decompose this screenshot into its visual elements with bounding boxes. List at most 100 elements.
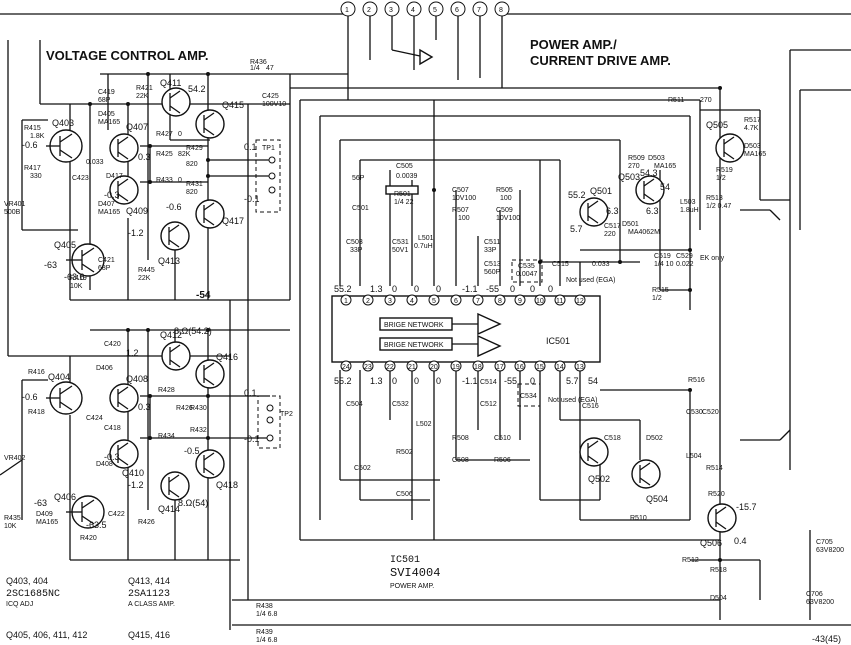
svg-text:0.1: 0.1 <box>244 388 257 398</box>
svg-text:0: 0 <box>392 376 397 386</box>
svg-text:Q403, 404: Q403, 404 <box>6 576 48 586</box>
svg-text:MA165: MA165 <box>654 163 676 170</box>
svg-text:R418: R418 <box>28 409 45 416</box>
svg-text:R505: R505 <box>496 187 513 194</box>
svg-text:0: 0 <box>530 284 535 294</box>
svg-text:C425: C425 <box>262 93 279 100</box>
svg-text:0.0039: 0.0039 <box>396 173 418 180</box>
svg-text:R438: R438 <box>256 603 273 610</box>
svg-text:C705: C705 <box>816 539 833 546</box>
transistor-q501: Q501 <box>579 186 612 227</box>
svg-text:-1.2: -1.2 <box>128 228 144 238</box>
ic501-bridge-network-1: BRIGE NETWORK <box>384 322 444 329</box>
ic501-bridge-network-2: BRIGE NETWORK <box>384 342 444 349</box>
transistor-q505: Q505 <box>706 120 745 163</box>
svg-text:1/4 6.8: 1/4 6.8 <box>256 611 278 618</box>
svg-text:R433: R433 <box>156 177 173 184</box>
svg-text:TP1: TP1 <box>262 145 275 152</box>
svg-text:C420: C420 <box>104 341 121 348</box>
transistor-q417: Q417 <box>195 199 244 229</box>
title-voltage-control-amp: VOLTAGE CONTROL AMP. <box>46 48 209 63</box>
svg-text:Q403: Q403 <box>52 118 74 128</box>
svg-text:R417: R417 <box>24 165 41 172</box>
svg-text:Q412: Q412 <box>160 330 182 340</box>
svg-text:-0.5: -0.5 <box>184 446 200 456</box>
svg-text:0: 0 <box>510 284 515 294</box>
svg-text:C519: C519 <box>654 253 671 260</box>
svg-text:EK only: EK only <box>700 255 725 262</box>
ic-part-label: IC501 SVI4004 POWER AMP. <box>390 555 440 590</box>
svg-text:0.0047: 0.0047 <box>516 271 538 278</box>
svg-text:0: 0 <box>548 284 553 294</box>
svg-text:C418: C418 <box>104 425 121 432</box>
svg-text:13: 13 <box>576 364 584 371</box>
svg-text:Q501: Q501 <box>590 186 612 196</box>
svg-text:C531: C531 <box>392 239 409 246</box>
svg-text:-63: -63 <box>44 260 57 270</box>
svg-text:1/4 10: 1/4 10 <box>654 261 674 268</box>
svg-text:1.3: 1.3 <box>370 376 383 386</box>
svg-text:Q504: Q504 <box>646 494 668 504</box>
svg-text:1: 1 <box>345 7 349 14</box>
svg-text:1: 1 <box>344 298 348 305</box>
svg-text:5: 5 <box>432 298 436 305</box>
svg-text:33P: 33P <box>350 247 363 254</box>
transistor-q405: Q405 <box>54 240 105 277</box>
svg-text:Q411: Q411 <box>160 78 181 88</box>
test-point-tp2: TP2 <box>257 395 293 449</box>
connector-pin-7: 7 <box>472 1 488 17</box>
svg-text:R512: R512 <box>682 557 699 564</box>
transistor-q408: Q408 <box>109 374 148 413</box>
svg-text:2SC1685NC: 2SC1685NC <box>6 589 60 600</box>
svg-text:1/2: 1/2 <box>652 295 662 302</box>
svg-text:330: 330 <box>30 173 42 180</box>
svg-text:D501: D501 <box>622 221 639 228</box>
svg-text:10V100: 10V100 <box>496 215 520 222</box>
transistor-q410: Q410 <box>109 439 144 478</box>
svg-text:R519: R519 <box>716 167 733 174</box>
svg-text:47: 47 <box>266 65 274 72</box>
ic-part-number: SVI4004 <box>390 566 440 580</box>
svg-text:C505: C505 <box>396 163 413 170</box>
svg-text:19: 19 <box>452 364 460 371</box>
ic501-bottom-volts: 55.2 1.3 0 0 0 -1.1 -55 0 5.7 54 <box>334 376 598 386</box>
svg-text:R434: R434 <box>158 433 175 440</box>
svg-text:8.Ω(54): 8.Ω(54) <box>178 498 208 508</box>
svg-text:16: 16 <box>516 364 524 371</box>
svg-text:C513: C513 <box>484 261 501 268</box>
transistor-q415: Q415 <box>195 100 244 139</box>
svg-text:D407: D407 <box>98 201 115 208</box>
svg-text:C535: C535 <box>518 263 535 270</box>
svg-text:23: 23 <box>364 364 372 371</box>
svg-text:C515: C515 <box>552 261 569 268</box>
svg-text:R518: R518 <box>710 567 727 574</box>
svg-text:R428: R428 <box>158 387 175 394</box>
svg-text:10: 10 <box>536 298 544 305</box>
svg-text:0: 0 <box>178 131 182 138</box>
svg-text:Q415: Q415 <box>222 100 244 110</box>
svg-text:Q404: Q404 <box>48 372 70 382</box>
svg-text:56P: 56P <box>352 175 365 182</box>
svg-text:C506: C506 <box>396 491 413 498</box>
svg-text:500B: 500B <box>4 209 21 216</box>
svg-text:8: 8 <box>498 298 502 305</box>
svg-text:Q409: Q409 <box>126 206 148 216</box>
svg-text:-0.3: -0.3 <box>104 190 120 200</box>
svg-text:-63: -63 <box>34 498 47 508</box>
svg-text:D503: D503 <box>648 155 665 162</box>
svg-text:C516: C516 <box>582 403 599 410</box>
svg-text:2SA1123: 2SA1123 <box>128 589 170 600</box>
ic501: BRIGE NETWORK BRIGE NETWORK IC501 <box>331 295 601 363</box>
svg-text:D503: D503 <box>744 143 761 150</box>
transistor-q506: Q506 <box>700 503 737 548</box>
svg-text:0: 0 <box>414 284 419 294</box>
transistor-q416: Q416 <box>195 352 238 389</box>
svg-text:63V8200: 63V8200 <box>816 547 844 554</box>
svg-text:0.4: 0.4 <box>734 536 747 546</box>
svg-text:Q416: Q416 <box>216 352 238 362</box>
svg-text:100: 100 <box>458 215 470 222</box>
svg-text:C503: C503 <box>346 239 363 246</box>
svg-text:R432: R432 <box>190 427 207 434</box>
power-amp-lower-labels: C504 C532 C514 C512 C534 Not used (EGA) … <box>346 377 844 644</box>
svg-text:1/4: 1/4 <box>250 65 260 72</box>
